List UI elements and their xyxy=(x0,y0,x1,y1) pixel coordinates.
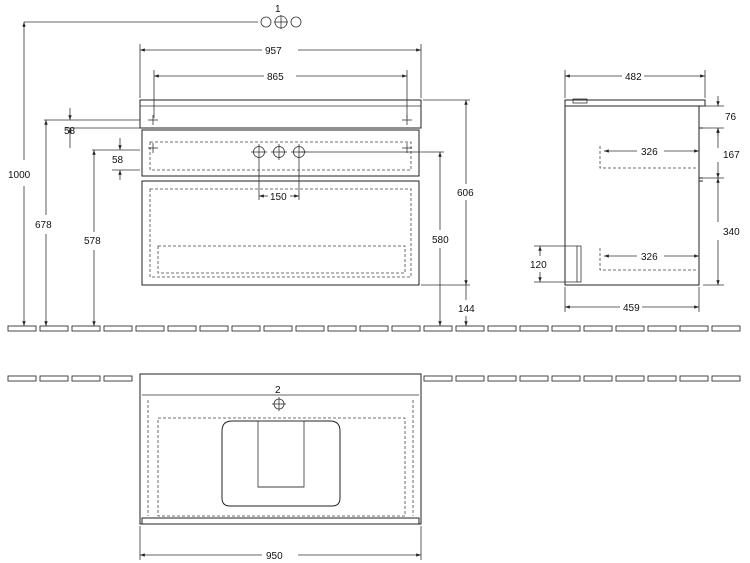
front-lower-drawer xyxy=(141,180,420,286)
dim-865: 865 xyxy=(267,72,284,83)
dim-167: 167 xyxy=(723,150,740,161)
floor-segment xyxy=(519,375,549,382)
floor-segment xyxy=(615,325,645,332)
floor-segment xyxy=(455,325,485,332)
floor-segment xyxy=(711,325,741,332)
dim-150: 150 xyxy=(270,192,287,203)
floor-segment xyxy=(167,325,197,332)
dim-326-lower: 326 xyxy=(641,252,658,263)
floor-segment xyxy=(103,375,133,382)
floor-segment xyxy=(39,325,69,332)
front-lower-drawer-inner xyxy=(149,188,412,278)
floor-segment xyxy=(647,325,677,332)
side-plinth-mark xyxy=(576,245,582,283)
tap-hole-left-icon xyxy=(251,144,267,160)
floor-segment xyxy=(455,375,485,382)
floor-segment xyxy=(679,375,709,382)
floor-segment xyxy=(327,325,357,332)
dim-58-upper: 58 xyxy=(64,126,76,137)
dim-340: 340 xyxy=(723,227,740,238)
floor-segment xyxy=(71,325,101,332)
dim-58-lower: 58 xyxy=(112,155,124,166)
dim-482: 482 xyxy=(625,72,642,83)
front-basin-top xyxy=(139,99,422,129)
floor-segment xyxy=(487,375,517,382)
floor-segment xyxy=(71,375,101,382)
floor-segment xyxy=(423,375,453,382)
floor-segment xyxy=(583,375,613,382)
top-front-edge xyxy=(141,517,420,525)
dim-459: 459 xyxy=(623,303,640,314)
floor-segment xyxy=(7,325,37,332)
dim-580: 580 xyxy=(432,235,449,246)
floor-line-lower xyxy=(7,375,741,382)
side-lower-drawer-profile xyxy=(599,248,696,271)
drain-icon xyxy=(272,397,286,411)
floor-segment xyxy=(615,375,645,382)
side-tap-block xyxy=(572,98,588,104)
dim-957: 957 xyxy=(265,46,282,57)
floor-segment xyxy=(39,375,69,382)
side-upper-drawer-profile xyxy=(599,146,696,169)
floor-segment xyxy=(487,325,517,332)
dim-678: 678 xyxy=(35,220,52,231)
dim-606: 606 xyxy=(457,188,474,199)
dim-1000: 1000 xyxy=(8,170,31,181)
callout-1-label: 1 xyxy=(275,4,281,15)
dim-120: 120 xyxy=(530,260,547,271)
floor-segment xyxy=(359,325,389,332)
floor-segment xyxy=(679,325,709,332)
dim-950: 950 xyxy=(266,551,283,562)
front-lower-drawer-tray xyxy=(157,245,406,274)
top-basin-bowl xyxy=(221,420,341,507)
side-cabinet-body xyxy=(564,105,700,286)
dim-76: 76 xyxy=(725,112,737,123)
floor-line-upper xyxy=(7,325,741,332)
floor-segment xyxy=(647,375,677,382)
callout-2-label: 2 xyxy=(275,385,281,396)
top-view: 2 950 xyxy=(139,373,422,562)
floor-segment xyxy=(231,325,261,332)
front-view: 1 957 865 1000 678 578 58 xyxy=(8,4,475,326)
floor-segment xyxy=(7,375,37,382)
dim-578: 578 xyxy=(84,236,101,247)
floor-segment xyxy=(583,325,613,332)
tap-hole-center-icon xyxy=(271,144,287,160)
callout-1-symbol xyxy=(260,15,302,29)
dim-144: 144 xyxy=(458,304,475,315)
floor-segment xyxy=(551,375,581,382)
floor-segment xyxy=(263,325,293,332)
floor-segment xyxy=(295,325,325,332)
top-cabinet-outline xyxy=(157,417,406,517)
front-upper-drawer-inner xyxy=(149,141,412,171)
floor-segment xyxy=(423,325,453,332)
anchor-left-lower-icon xyxy=(148,143,158,153)
floor-segment xyxy=(711,375,741,382)
floor-segment xyxy=(103,325,133,332)
floor-segment xyxy=(551,325,581,332)
side-view: 482 459 326 326 76 167 340 120 xyxy=(530,70,740,314)
floor-segment xyxy=(199,325,229,332)
front-upper-drawer xyxy=(141,129,420,177)
anchor-left-upper-icon xyxy=(148,115,158,125)
floor-segment xyxy=(519,325,549,332)
dim-326-upper: 326 xyxy=(641,147,658,158)
floor-segment xyxy=(391,325,421,332)
floor-segment xyxy=(135,325,165,332)
anchor-right-lower-icon xyxy=(402,143,412,153)
